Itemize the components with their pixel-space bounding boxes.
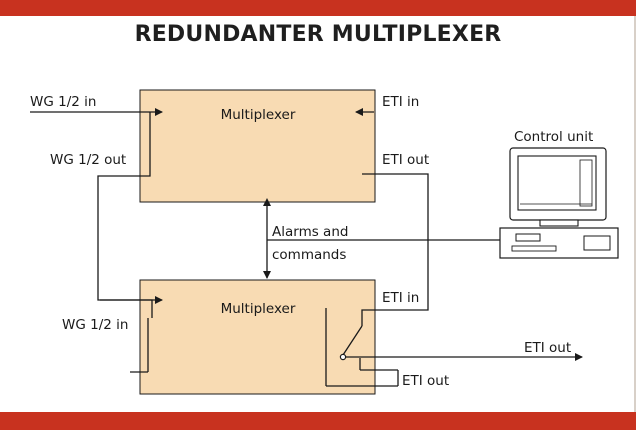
top-wg-out-label: WG 1/2 out — [50, 152, 126, 168]
top-eti-in-label: ETI in — [382, 94, 419, 110]
bottom-wg-in-label: WG 1/2 in — [62, 317, 128, 333]
bottom-eti-out-label: ETI out — [402, 373, 449, 389]
switch-icon — [325, 308, 399, 387]
alarms-label-line1: Alarms and — [272, 224, 348, 240]
diagram-title: REDUNDANTER MULTIPLEXER — [134, 22, 502, 47]
top-eti-out-label: ETI out — [382, 152, 429, 168]
control-unit-label: Control unit — [514, 129, 593, 145]
bottom-multiplexer-label: Multiplexer — [221, 301, 296, 317]
bottom-multiplexer-box — [139, 279, 376, 395]
eti-out-final-label: ETI out — [524, 340, 571, 356]
top-multiplexer-label: Multiplexer — [221, 107, 296, 123]
bottom-accent-band — [0, 412, 636, 430]
computer-icon — [499, 147, 619, 259]
top-wg-in-label: WG 1/2 in — [30, 94, 96, 110]
wg-out-loop-line — [97, 112, 153, 318]
eti-out-loop-line — [361, 173, 429, 318]
alarms-label-line2: commands — [272, 247, 346, 263]
bottom-eti-in-label: ETI in — [382, 290, 419, 306]
top-multiplexer-box — [139, 89, 376, 203]
top-accent-band — [0, 0, 636, 16]
